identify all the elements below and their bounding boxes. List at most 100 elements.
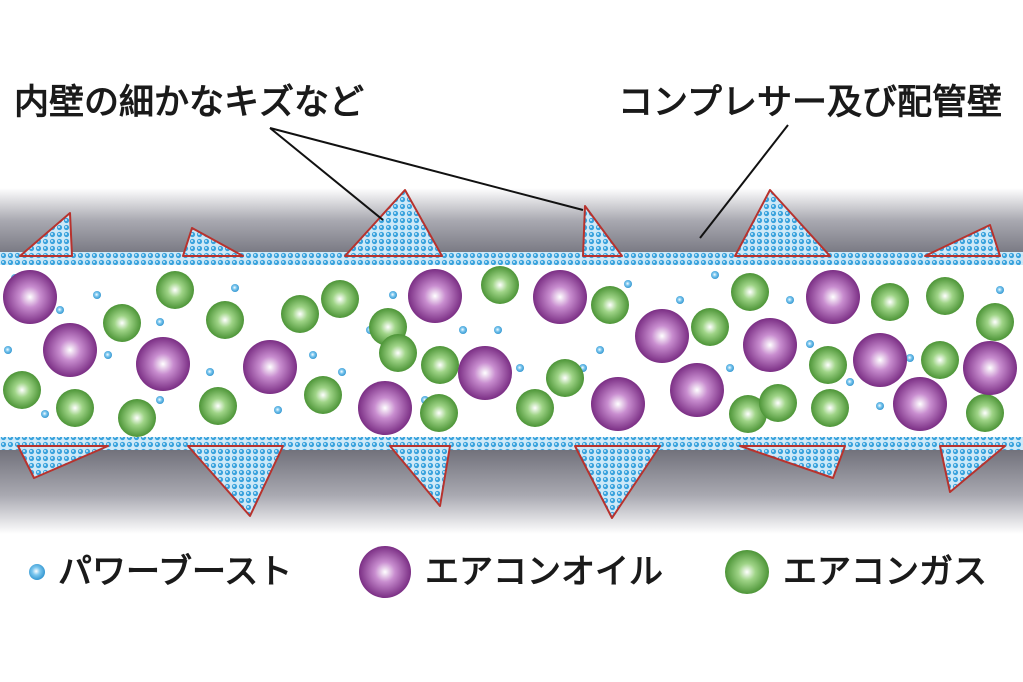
leader-line [699,124,789,239]
oil-particle [635,309,689,363]
oil-particle [591,377,645,431]
scratch [187,445,284,517]
gas-particle [731,273,769,311]
oil-particle [358,381,412,435]
boost-particle [93,291,101,299]
gas-particle [103,304,141,342]
oil-particle [963,341,1017,395]
gas-particle [379,334,417,372]
gas-particle [481,266,519,304]
purple-sphere-icon [359,546,411,598]
boost-particle [596,346,604,354]
gas-particle [156,271,194,309]
oil-particle [743,318,797,372]
boost-particle [516,364,524,372]
gas-particle [118,399,156,437]
oil-particle [853,333,907,387]
gas-particle [3,371,41,409]
oil-particle [136,337,190,391]
legend-gas-label: エアコンガス [783,552,987,592]
upper-coating-band [0,252,1023,265]
boost-particle [676,296,684,304]
gas-particle [420,394,458,432]
oil-particle [806,270,860,324]
boost-particle [4,346,12,354]
upper-wall [0,188,1023,260]
gas-particle [591,286,629,324]
small-blue-dot-icon [29,564,45,580]
gas-particle [516,389,554,427]
boost-particle [338,368,346,376]
boost-particle [56,306,64,314]
gas-particle [921,341,959,379]
boost-particle [156,396,164,404]
leader-line [269,127,384,221]
scratch [924,224,1001,257]
boost-particle [711,271,719,279]
oil-particle [43,323,97,377]
boost-particle [624,280,632,288]
scratch [182,227,244,257]
scratch [739,445,846,479]
gas-particle [759,384,797,422]
boost-particle [806,340,814,348]
legend-oil-label: エアコンオイル [425,552,663,592]
boost-particle [41,410,49,418]
boost-particle [906,354,914,362]
boost-particle [494,326,502,334]
gas-particle [809,346,847,384]
green-sphere-icon [725,550,769,594]
oil-particle [3,270,57,324]
gas-particle [976,303,1014,341]
oil-particle [670,363,724,417]
boost-particle [846,378,854,386]
scratch [582,205,623,257]
oil-particle [243,340,297,394]
gas-particle [966,394,1004,432]
gas-particle [206,301,244,339]
boost-particle [786,296,794,304]
wall-label: コンプレサー及び配管壁 [618,83,1002,123]
oil-particle [458,346,512,400]
lower-wall [0,448,1023,534]
leader-lines [269,124,789,239]
lower-scratches [17,445,1006,519]
scratch [389,445,451,507]
scratch [939,445,1006,493]
oil-particle [533,270,587,324]
gas-particle [811,389,849,427]
boost-particle [996,286,1004,294]
gas-particle [926,277,964,315]
scratch [574,445,661,519]
gas-particle [871,283,909,321]
scratch [734,189,831,257]
particle-field [3,266,1017,437]
boost-particle [459,326,467,334]
boost-particle [231,284,239,292]
boost-particle [274,406,282,414]
scratch [19,212,73,257]
boost-particle [876,402,884,410]
gas-particle [421,346,459,384]
gas-particle [321,280,359,318]
oil-particle [893,377,947,431]
scratch [17,445,109,479]
gas-particle [199,387,237,425]
lower-coating-band [0,437,1023,450]
gas-particle [281,295,319,333]
upper-scratches [19,189,1001,257]
boost-particle [389,291,397,299]
gas-particle [56,389,94,427]
oil-particle [408,269,462,323]
gas-particle [691,308,729,346]
legend-boost-label: パワーブースト [58,552,293,592]
boost-particle [104,351,112,359]
boost-particle [726,364,734,372]
leader-line [269,127,584,211]
boost-particle [206,368,214,376]
gas-particle [304,376,342,414]
boost-particle [309,351,317,359]
gas-particle [729,395,767,433]
